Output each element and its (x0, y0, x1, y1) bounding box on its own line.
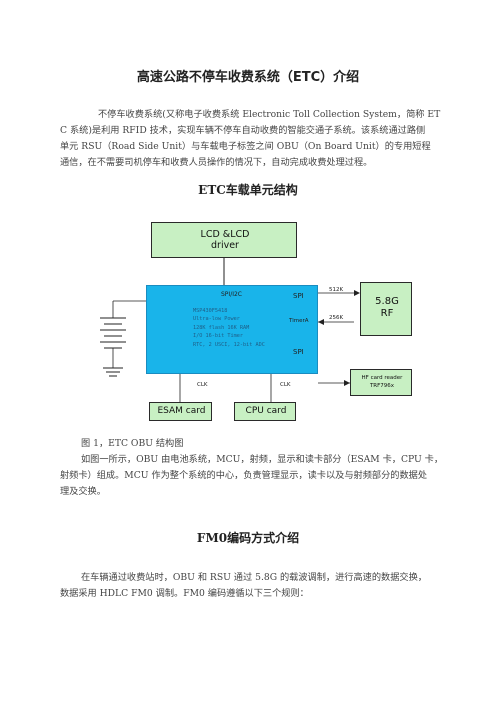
timer-label: TimerA (289, 318, 309, 324)
mcu-spec-line: 128K flash 16K RAM (193, 324, 250, 331)
figure-caption-text: 图 1，ETC OBU 结构图 (81, 438, 184, 449)
rf-label: RF (380, 308, 394, 319)
spi-i2c-label: SPI/I2C (221, 291, 242, 298)
section-title-fm0: FM0编码方式介绍 (196, 531, 300, 545)
rf-box: 5.8G RF (360, 282, 412, 336)
mcu-spec-line: I/O 16-bit Timer (193, 333, 243, 340)
esam-card-label: ESAM card (157, 406, 206, 416)
mcu-box: SPI/I2C SPI TimerA SPI MSP430F5418 Ultra… (146, 285, 318, 374)
intro-line: 单元 RSU（Road Side Unit）与车载电子标签之间 OBU（On B… (60, 141, 431, 152)
lcd-label: LCD &LCD (200, 229, 250, 240)
spi-bottom-label: SPI (293, 348, 304, 356)
intro-paragraph: 不停车收费系统(又称电子收费系统 Electronic Toll Collect… (60, 107, 441, 171)
obu-desc-line: 理及交换。 (60, 486, 106, 497)
obu-description-paragraph: 如图一所示，OBU 由电池系统，MCU，射频，显示和读卡部分（ESAM 卡，CP… (60, 452, 444, 500)
clk-right-label: CLK (280, 382, 291, 388)
clk-left-label: CLK (197, 382, 208, 388)
intro-line: 通信，在不需要司机停车和收费人员操作的情况下，自动完成收费处理过程。 (60, 157, 373, 168)
page-title: 高速公路不停车收费系统（ETC）介绍 (136, 70, 360, 85)
fm0-line: 在车辆通过收费站时，OBU 和 RSU 通过 5.8G 的载波调制，进行高速的数… (81, 572, 427, 583)
hf-chip-label: TRF796x (369, 383, 395, 389)
hf-reader-label: HF card reader (361, 375, 403, 381)
hf-card-reader-box: HF card reader TRF796x (350, 369, 412, 396)
lcd-driver-box: LCD &LCD driver (151, 222, 297, 258)
section-title-etc-obu: ETC车载单元结构 (198, 183, 298, 197)
mcu-spec-line: Ultra-low Power (193, 316, 240, 323)
figure-caption: 图 1，ETC OBU 结构图 (60, 436, 436, 452)
cpu-card-label: CPU card (245, 406, 287, 416)
mcu-spec-line: MSP430F5418 (193, 308, 228, 314)
esam-card-box: ESAM card (149, 402, 212, 421)
spi-top-label: SPI (293, 292, 304, 300)
fm0-paragraph: 在车辆通过收费站时，OBU 和 RSU 通过 5.8G 的载波调制，进行高速的数… (60, 570, 436, 602)
intro-line: 不停车收费系统(又称电子收费系统 Electronic Toll Collect… (98, 109, 441, 120)
mcu-spec-list: MSP430F5418 Ultra-low Power 128K flash 1… (193, 307, 265, 349)
cpu-card-box: CPU card (234, 402, 296, 421)
freq-256k-label: 256K (329, 315, 344, 321)
lcd-driver-label: driver (211, 240, 239, 251)
mcu-spec-line: RTC, 2 USCI, 12-bit ADC (193, 341, 265, 348)
obu-desc-line: 如图一所示，OBU 由电池系统，MCU，射频，显示和读卡部分（ESAM 卡，CP… (81, 454, 444, 465)
fm0-line: 数据采用 HDLC FM0 调制。FM0 编码遵循以下三个规则： (60, 588, 309, 599)
intro-line: C 系统)是利用 RFID 技术，实现车辆不停车自动收费的智能交通子系统。该系统… (60, 125, 426, 136)
rf-frequency-label: 5.8G (375, 296, 399, 307)
obu-desc-line: 射频卡）组成。MCU 作为整个系统的中心，负责管理显示，读卡以及与射频部分的数据… (60, 470, 428, 481)
freq-512k-label: 512K (329, 287, 344, 293)
